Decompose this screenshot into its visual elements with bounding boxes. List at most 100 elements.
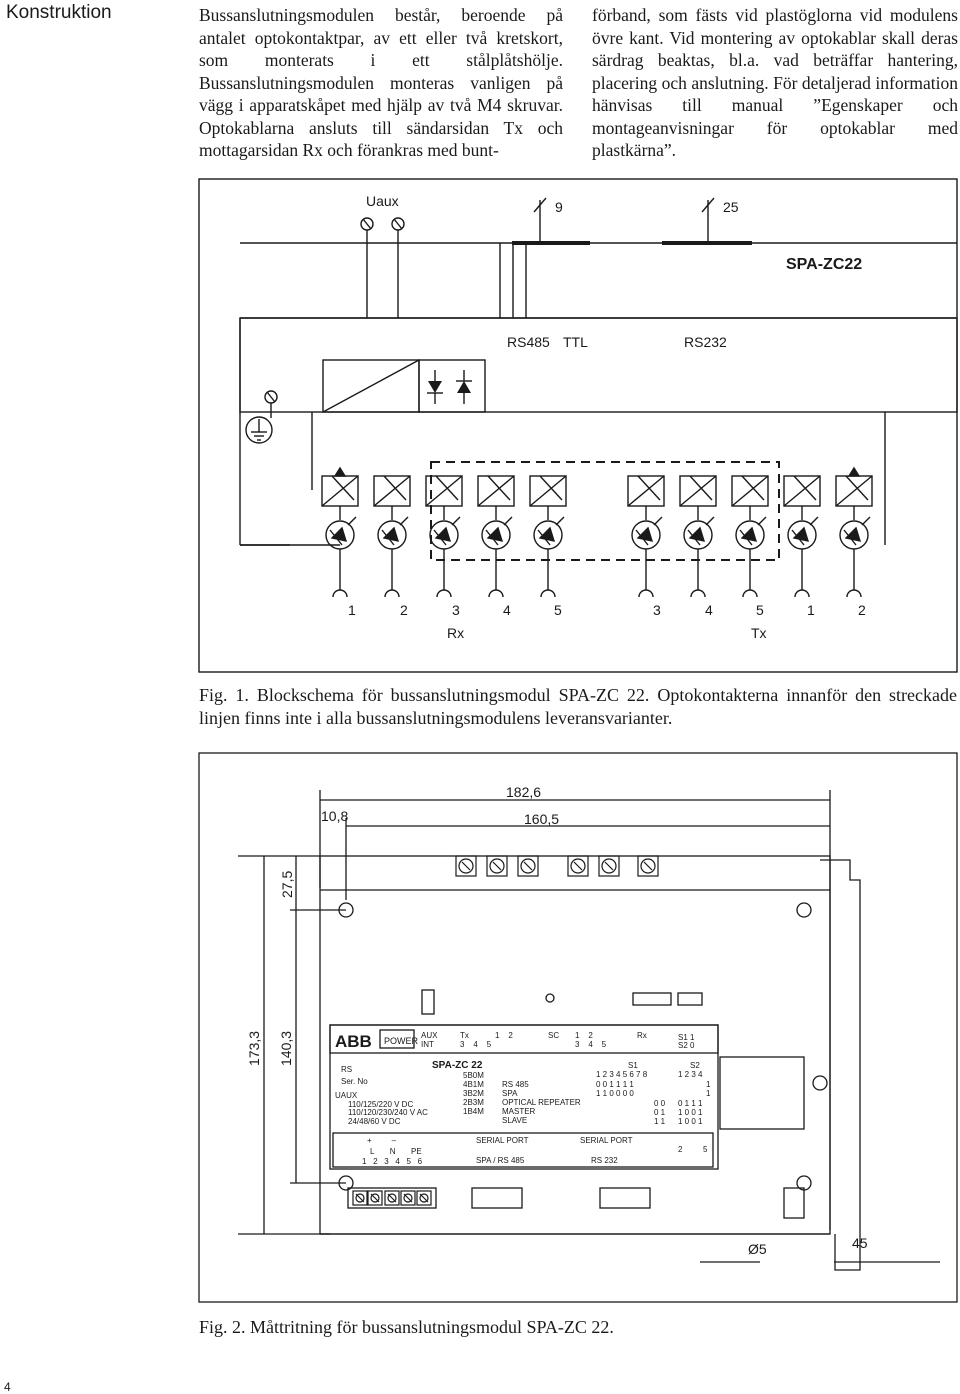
panel-s1-row: 0 1 xyxy=(654,1108,666,1117)
panel-serial-port-2-sub: RS 232 xyxy=(591,1156,618,1165)
fiber-connector xyxy=(638,589,654,598)
rx-channel-number: 1 xyxy=(348,602,356,618)
panel-serial-port-1-sub: SPA / RS 485 xyxy=(476,1156,525,1165)
rx-channel-number: 5 xyxy=(554,602,562,618)
figure1-channels xyxy=(240,412,873,598)
fiber-connector xyxy=(846,589,862,598)
dim-offset: 10,8 xyxy=(321,808,348,824)
panel-variant: 4B1M xyxy=(463,1080,484,1089)
panel-mode: SPA xyxy=(502,1089,518,1098)
panel-volt-2: 110/120/230/240 V AC xyxy=(348,1108,428,1117)
panel-volt-1: 110/125/220 V DC xyxy=(348,1100,413,1109)
panel-s1-row: 0 0 xyxy=(654,1099,666,1108)
screw-terminal xyxy=(352,1190,368,1206)
panel-terminals-mid: L N PE xyxy=(370,1147,422,1156)
dim-hole-spacing: 160,5 xyxy=(524,811,559,827)
tx-channel-number: 5 xyxy=(756,602,764,618)
panel-tx: Tx xyxy=(460,1031,469,1040)
screw-terminal xyxy=(637,855,659,877)
panel-s2-row: 0 1 1 1 xyxy=(678,1099,703,1108)
label-rs485: RS485 xyxy=(507,334,550,350)
panel-s2-header: 1 2 3 4 xyxy=(678,1070,703,1079)
label-bus-9: 9 xyxy=(555,199,563,215)
rx-channel-number: 3 xyxy=(452,602,460,618)
body-text-right-column: förband, som fästs vid plastöglorna vid … xyxy=(592,5,958,160)
panel-s1-row: 1 1 xyxy=(654,1117,666,1126)
figure2-screws xyxy=(352,855,659,1206)
tx-channel-number: 2 xyxy=(858,602,866,618)
panel-mode: OPTICAL REPEATER xyxy=(502,1098,581,1107)
screw-terminal xyxy=(367,1190,383,1206)
screw-terminal xyxy=(400,1190,416,1206)
fiber-connector xyxy=(436,589,452,598)
panel-rx-nums-bottom: 3 4 5 xyxy=(575,1040,607,1049)
label-bus-25: 25 xyxy=(723,199,739,215)
panel-ser-no: Ser. No xyxy=(341,1077,368,1086)
rx-channel-number: 2 xyxy=(400,602,408,618)
dim-hole-diameter: Ø5 xyxy=(748,1241,767,1257)
dim-top: 27,5 xyxy=(279,871,295,898)
section-heading: Konstruktion xyxy=(6,2,112,23)
body-text-left-column: Bussanslutningsmodulen består, beroende … xyxy=(199,5,563,160)
panel-variant: 5B0M xyxy=(463,1071,484,1080)
panel-tx-nums-top: 1 2 xyxy=(495,1031,513,1040)
figure1-caption: Fig. 1. Blockschema för bussanslutningsm… xyxy=(199,685,957,728)
panel-uaux: UAUX xyxy=(335,1091,358,1100)
figure2-caption: Fig. 2. Måttritning för bussanslutningsm… xyxy=(199,1317,614,1337)
panel-model: SPA-ZC 22 xyxy=(432,1060,483,1071)
panel-star-right: 5 xyxy=(703,1145,708,1154)
panel-s1-header: 1 2 3 4 5 6 7 8 xyxy=(596,1070,648,1079)
tx-channel-number: 1 xyxy=(807,602,815,618)
panel-rx-nums-top: 1 2 xyxy=(575,1031,593,1040)
panel-variant: 2B3M xyxy=(463,1098,484,1107)
label-tx: Tx xyxy=(751,625,767,641)
panel-serial-port-2: SERIAL PORT xyxy=(580,1136,633,1145)
panel-s1-switch: S1 1 xyxy=(678,1033,695,1042)
panel-s2-row: 1 xyxy=(706,1080,711,1089)
panel-s2-title: S2 xyxy=(690,1061,700,1070)
label-uaux: Uaux xyxy=(366,193,399,209)
panel-serial-port-1: SERIAL PORT xyxy=(476,1136,529,1145)
label-rs232: RS232 xyxy=(684,334,727,350)
panel-tx-nums-bottom: 3 4 5 xyxy=(460,1040,492,1049)
figure2-frame xyxy=(198,752,958,1303)
panel-int: INT xyxy=(421,1040,434,1049)
panel-mode: SLAVE xyxy=(502,1116,527,1125)
screw-terminal xyxy=(455,855,477,877)
panel-s2-switch: S2 0 xyxy=(678,1041,695,1050)
dim-hole-height: 140,3 xyxy=(278,1031,294,1066)
panel-sc: SC xyxy=(548,1031,559,1040)
panel-s1-row: 1 1 0 0 0 0 xyxy=(596,1089,634,1098)
figure1-frame xyxy=(198,178,958,673)
panel-volt-3: 24/48/60 V DC xyxy=(348,1117,401,1126)
fiber-connector xyxy=(794,589,810,598)
fiber-connector xyxy=(540,589,556,598)
panel-rx: Rx xyxy=(637,1031,647,1040)
tx-channel-number: 4 xyxy=(705,602,713,618)
screw-terminal xyxy=(416,1190,432,1206)
label-rx: Rx xyxy=(447,625,464,641)
fiber-connector xyxy=(690,589,706,598)
tx-channel-number: 3 xyxy=(653,602,661,618)
panel-variant: 3B2M xyxy=(463,1089,484,1098)
panel-s2-row: 1 0 0 1 xyxy=(678,1117,703,1126)
panel-mode: RS 485 xyxy=(502,1080,529,1089)
dim-total-width: 182,6 xyxy=(506,784,541,800)
page-number: 4 xyxy=(4,1380,11,1394)
label-module: SPA-ZC22 xyxy=(786,256,862,273)
screw-terminal xyxy=(486,855,508,877)
panel-terminals-top: + – xyxy=(367,1136,397,1145)
panel-power: POWER xyxy=(384,1036,419,1046)
panel-star-left: 2 xyxy=(678,1145,683,1154)
fiber-connector xyxy=(332,589,348,598)
dim-depth: 45 xyxy=(852,1235,868,1251)
fiber-connector xyxy=(488,589,504,598)
panel-s2-row: 1 0 0 1 xyxy=(678,1108,703,1117)
screw-terminal xyxy=(567,855,589,877)
screw-terminal xyxy=(384,1190,400,1206)
panel-mode: MASTER xyxy=(502,1107,536,1116)
panel-rs: RS xyxy=(341,1065,352,1074)
